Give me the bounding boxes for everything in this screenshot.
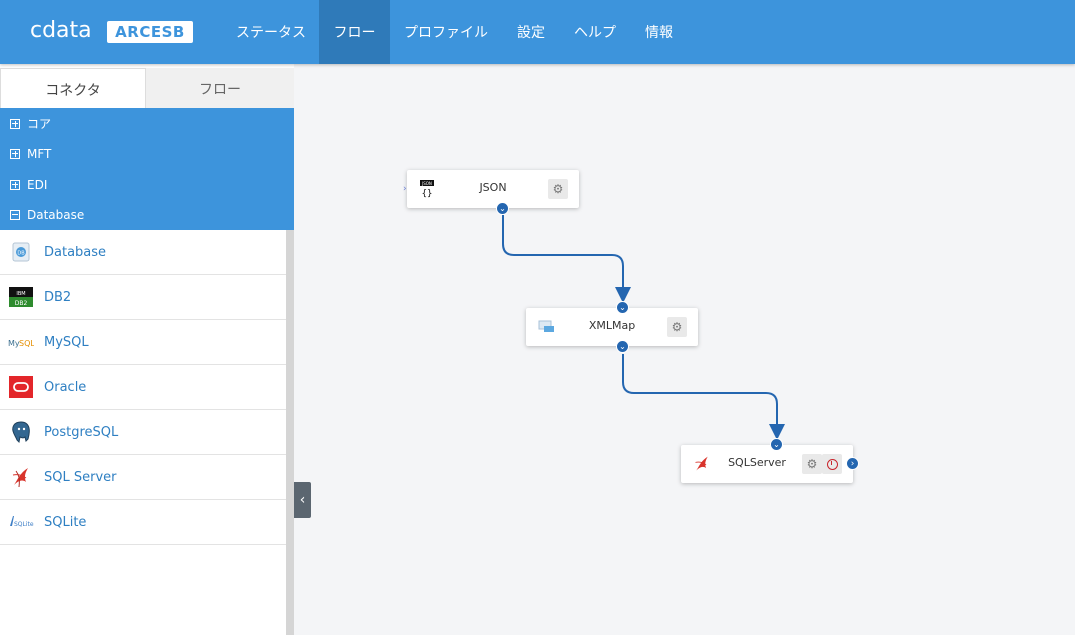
category-label: コア <box>27 117 52 131</box>
category-core[interactable]: コア <box>0 108 294 139</box>
svg-text:My: My <box>8 339 20 348</box>
connection-json-to-xmlmap <box>502 215 631 303</box>
nav-help[interactable]: ヘルプ <box>574 25 616 41</box>
connector-db2[interactable]: IBM DB2 DB2 <box>0 275 286 320</box>
top-navigation-bar: cdata ARCESB ステータス フロー プロファイル 設定 ヘルプ 情報 <box>0 0 1075 64</box>
svg-text:{}: {} <box>422 189 433 199</box>
schedule-clock-icon[interactable] <box>822 454 842 474</box>
oracle-icon <box>8 374 34 400</box>
collapse-sidebar-button[interactable]: ‹ <box>294 482 311 518</box>
chevron-left-icon: ‹ <box>299 492 306 508</box>
category-label: EDI <box>27 177 48 192</box>
category-edi[interactable]: EDI <box>0 169 294 200</box>
node-label: JSON <box>479 181 507 194</box>
output-port[interactable]: ⌄ <box>616 340 629 353</box>
flow-connections <box>502 215 785 440</box>
node-label: SQLServer <box>728 456 786 469</box>
connector-label: MySQL <box>44 334 89 350</box>
sqlite-icon: SQLite <box>8 509 34 535</box>
input-port[interactable]: ⌄ <box>770 438 783 451</box>
connector-sidebar: コネクタ フロー コア MFT EDI Database DB Database… <box>0 64 294 635</box>
postgresql-icon <box>8 419 34 445</box>
category-database[interactable]: Database <box>0 199 294 230</box>
tab-flows[interactable]: フロー <box>146 68 294 111</box>
collapse-icon <box>10 209 20 220</box>
flow-node-sqlserver[interactable]: ⌄ SQLServer ⚙ › <box>681 438 859 483</box>
connector-postgresql[interactable]: PostgreSQL <box>0 410 286 455</box>
svg-text:DB: DB <box>17 251 25 257</box>
arcesb-logo: ARCESB <box>107 21 193 43</box>
output-arrow-port[interactable]: › <box>846 457 859 470</box>
xmlmap-icon <box>538 317 556 337</box>
connector-label: Oracle <box>44 379 87 395</box>
input-port[interactable]: ⌄ <box>616 301 629 314</box>
tab-connectors[interactable]: コネクタ <box>0 68 146 111</box>
connection-xmlmap-to-sqlserver <box>622 354 785 440</box>
gear-icon[interactable]: ⚙ <box>667 317 687 337</box>
connector-label: PostgreSQL <box>44 424 119 440</box>
connector-label: SQLite <box>44 514 87 530</box>
nav-flow[interactable]: フロー <box>319 0 390 64</box>
svg-text:SQL: SQL <box>19 339 34 348</box>
svg-text:IBM: IBM <box>16 291 25 297</box>
connector-label: DB2 <box>44 289 72 305</box>
category-label: Database <box>27 207 85 222</box>
json-icon: JSON {} <box>419 179 437 199</box>
nav-info[interactable]: 情報 <box>645 25 673 41</box>
sql-server-icon <box>693 454 711 474</box>
nav-status[interactable]: ステータス <box>236 25 306 41</box>
nav-profile[interactable]: プロファイル <box>404 25 488 41</box>
database-icon: DB <box>8 239 34 265</box>
sql-server-icon <box>8 464 34 490</box>
input-chevron-icon: › <box>403 184 407 194</box>
output-port[interactable]: ⌄ <box>496 202 509 215</box>
gear-icon[interactable]: ⚙ <box>548 179 568 199</box>
node-label: XMLMap <box>588 319 636 332</box>
gear-icon[interactable]: ⚙ <box>802 454 822 474</box>
svg-text:DB2: DB2 <box>15 300 28 307</box>
flow-canvas[interactable]: › JSON {} JSON ⚙ ⌄ ⌄ XMLMap ⚙ ⌄ ⌄ SQLServ… <box>294 64 1075 635</box>
sidebar-scrollbar[interactable] <box>286 230 294 635</box>
flow-node-json[interactable]: › JSON {} JSON ⚙ ⌄ <box>403 170 579 215</box>
expand-icon <box>10 179 20 190</box>
expand-icon <box>10 148 20 159</box>
connector-label: SQL Server <box>44 469 117 485</box>
ibm-db2-icon: IBM DB2 <box>8 284 34 310</box>
category-mft[interactable]: MFT <box>0 138 294 169</box>
nav-settings[interactable]: 設定 <box>517 25 545 41</box>
connector-database[interactable]: DB Database <box>0 230 286 275</box>
connector-label: Database <box>44 244 107 260</box>
svg-text:JSON: JSON <box>421 181 432 186</box>
expand-icon <box>10 118 20 129</box>
connector-sql-server[interactable]: SQL Server <box>0 455 286 500</box>
category-label: MFT <box>27 146 52 161</box>
cdata-logo: cdata <box>30 18 92 43</box>
connector-oracle[interactable]: Oracle <box>0 365 286 410</box>
connector-sqlite[interactable]: SQLite SQLite <box>0 500 286 545</box>
flow-node-xmlmap[interactable]: ⌄ XMLMap ⚙ ⌄ <box>526 301 698 353</box>
svg-text:SQLite: SQLite <box>14 521 34 528</box>
